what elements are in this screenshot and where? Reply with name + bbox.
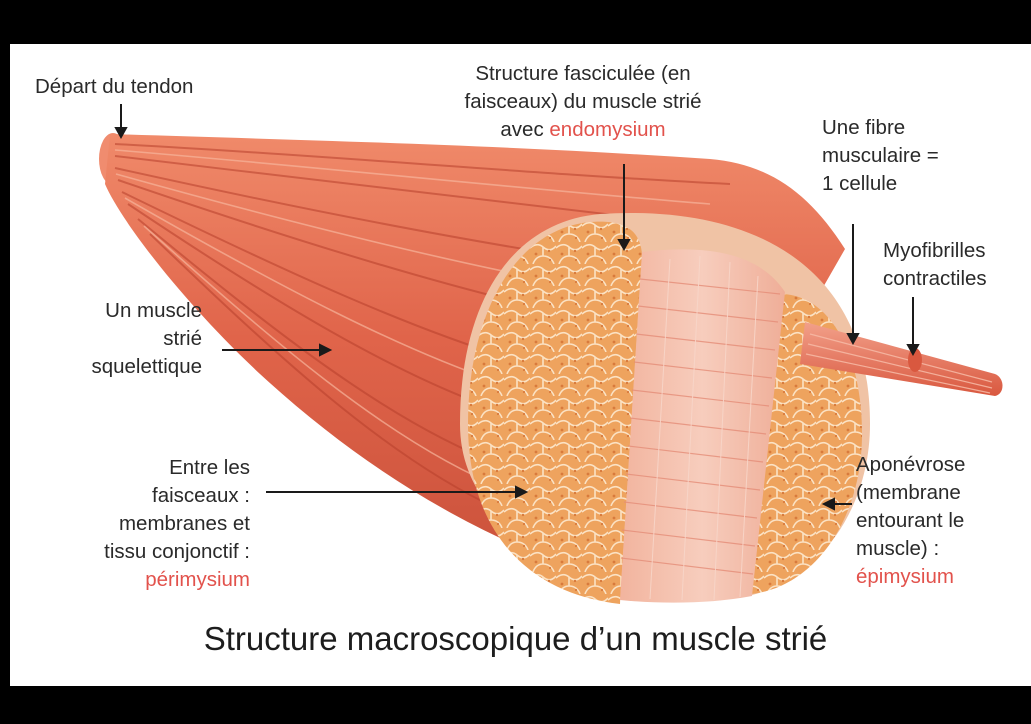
label-epimysium-highlight: épimysium bbox=[856, 563, 965, 591]
label-fascicule-line3: avec endomysium bbox=[418, 116, 748, 144]
label-fascicule-line2: faisceaux) du muscle strié bbox=[418, 88, 748, 116]
label-muscle-line1: Un muscle bbox=[30, 297, 202, 325]
label-muscle: Un muscle strié squelettique bbox=[30, 297, 202, 381]
label-muscle-line3: squelettique bbox=[30, 353, 202, 381]
label-perimysium-line1: Entre les bbox=[10, 454, 250, 482]
label-epimysium-line1: Aponévrose bbox=[856, 451, 965, 479]
diagram-canvas: Départ du tendon Structure fasciculée (e… bbox=[10, 44, 1031, 686]
label-myofibrilles: Myofibrilles contractiles bbox=[883, 237, 987, 293]
label-fibre-line1: Une fibre bbox=[822, 114, 939, 142]
label-endomysium: endomysium bbox=[549, 118, 665, 141]
label-fibre: Une fibre musculaire = 1 cellule bbox=[822, 114, 939, 198]
label-fascicule-prefix: avec bbox=[500, 118, 549, 141]
label-tendon-text: Départ du tendon bbox=[35, 75, 193, 98]
label-perimysium-line3: membranes et bbox=[10, 510, 250, 538]
diagram-caption: Structure macroscopique d’un muscle stri… bbox=[0, 620, 1031, 658]
label-myofibrilles-line2: contractiles bbox=[883, 265, 987, 293]
label-perimysium: Entre les faisceaux : membranes et tissu… bbox=[10, 454, 250, 594]
label-perimysium-highlight: périmysium bbox=[10, 566, 250, 594]
label-fascicule-line1: Structure fasciculée (en bbox=[418, 60, 748, 88]
label-muscle-line2: strié bbox=[30, 325, 202, 353]
label-fibre-line2: musculaire = bbox=[822, 142, 939, 170]
label-myofibrilles-line1: Myofibrilles bbox=[883, 237, 987, 265]
label-epimysium: Aponévrose (membrane entourant le muscle… bbox=[856, 451, 965, 591]
label-tendon: Départ du tendon bbox=[35, 73, 193, 101]
label-epimysium-line2: (membrane bbox=[856, 479, 965, 507]
label-epimysium-line3: entourant le bbox=[856, 507, 965, 535]
label-perimysium-line2: faisceaux : bbox=[10, 482, 250, 510]
label-perimysium-line4: tissu conjonctif : bbox=[10, 538, 250, 566]
label-fibre-line3: 1 cellule bbox=[822, 170, 939, 198]
label-fascicule: Structure fasciculée (en faisceaux) du m… bbox=[418, 60, 748, 144]
label-epimysium-line4: muscle) : bbox=[856, 535, 965, 563]
